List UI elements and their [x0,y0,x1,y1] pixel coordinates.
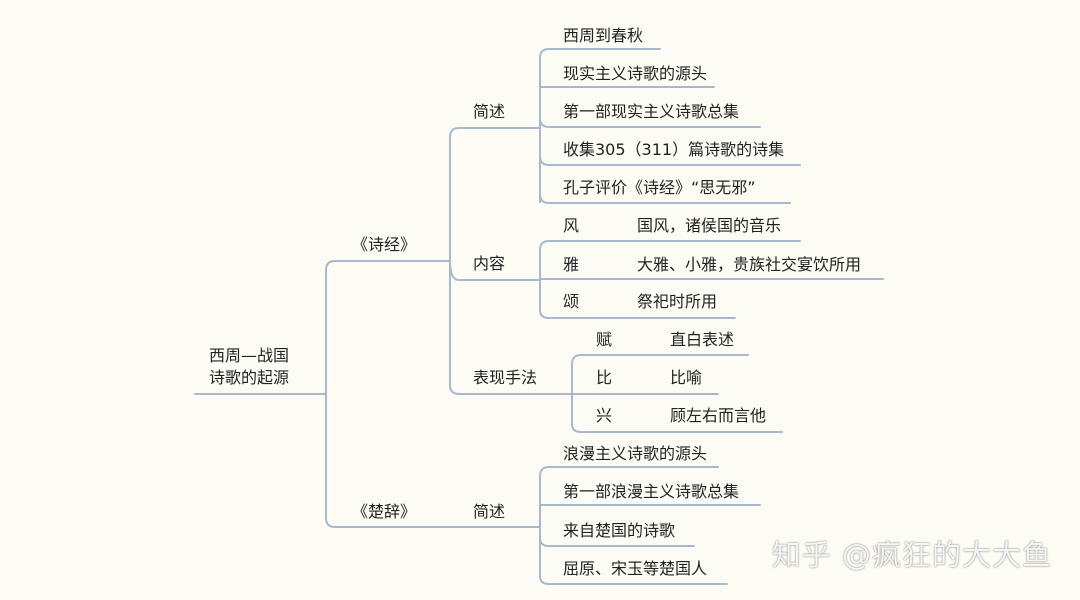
chuci-summary-item: 浪漫主义诗歌的源头 [563,444,708,463]
technique-desc: 比喻 [670,368,703,387]
shijing-technique-label: 表现手法 [473,368,538,387]
root-line-1: 西周—战国 [209,346,290,365]
shijing-summary-item: 现实主义诗歌的源头 [563,64,708,83]
chuci-summary-item: 屈原、宋玉等楚国人 [563,559,708,578]
content-key: 颂 [563,292,580,311]
shijing-summary-label: 简述 [473,102,506,121]
shijing-summary-item: 孔子评价《诗经》“思无邪” [563,178,756,197]
content-desc: 祭祀时所用 [637,292,718,311]
technique-key: 赋 [596,330,613,349]
shijing-content-label: 内容 [473,254,506,273]
watermark: 知乎 @疯狂的大大鱼 [771,538,1052,572]
content-key: 雅 [563,255,580,274]
root-topic: 西周—战国 诗歌的起源 [209,345,319,389]
chuci-summary-item: 第一部浪漫主义诗歌总集 [563,482,740,501]
technique-key: 比 [596,368,613,387]
shijing-summary-item: 第一部现实主义诗歌总集 [563,102,740,121]
technique-desc: 顾左右而言他 [670,406,767,425]
root-line-2: 诗歌的起源 [209,368,290,387]
content-desc: 国风，诸侯国的音乐 [637,216,782,235]
chuci-summary-item: 来自楚国的诗歌 [563,521,676,540]
root-trunk [317,269,327,519]
content-key: 风 [563,216,580,235]
shijing-summary-item: 西周到春秋 [563,26,644,45]
technique-desc: 直白表述 [670,330,735,349]
technique-key: 兴 [596,406,613,425]
shijing-summary-item: 收集305（311）篇诗歌的诗集 [563,140,785,159]
chuci-summary-label: 简述 [473,502,506,521]
chuci-topic: 《楚辞》 [352,502,417,521]
content-desc: 大雅、小雅，贵族社交宴饮所用 [637,255,862,274]
shijing-topic: 《诗经》 [352,235,417,254]
